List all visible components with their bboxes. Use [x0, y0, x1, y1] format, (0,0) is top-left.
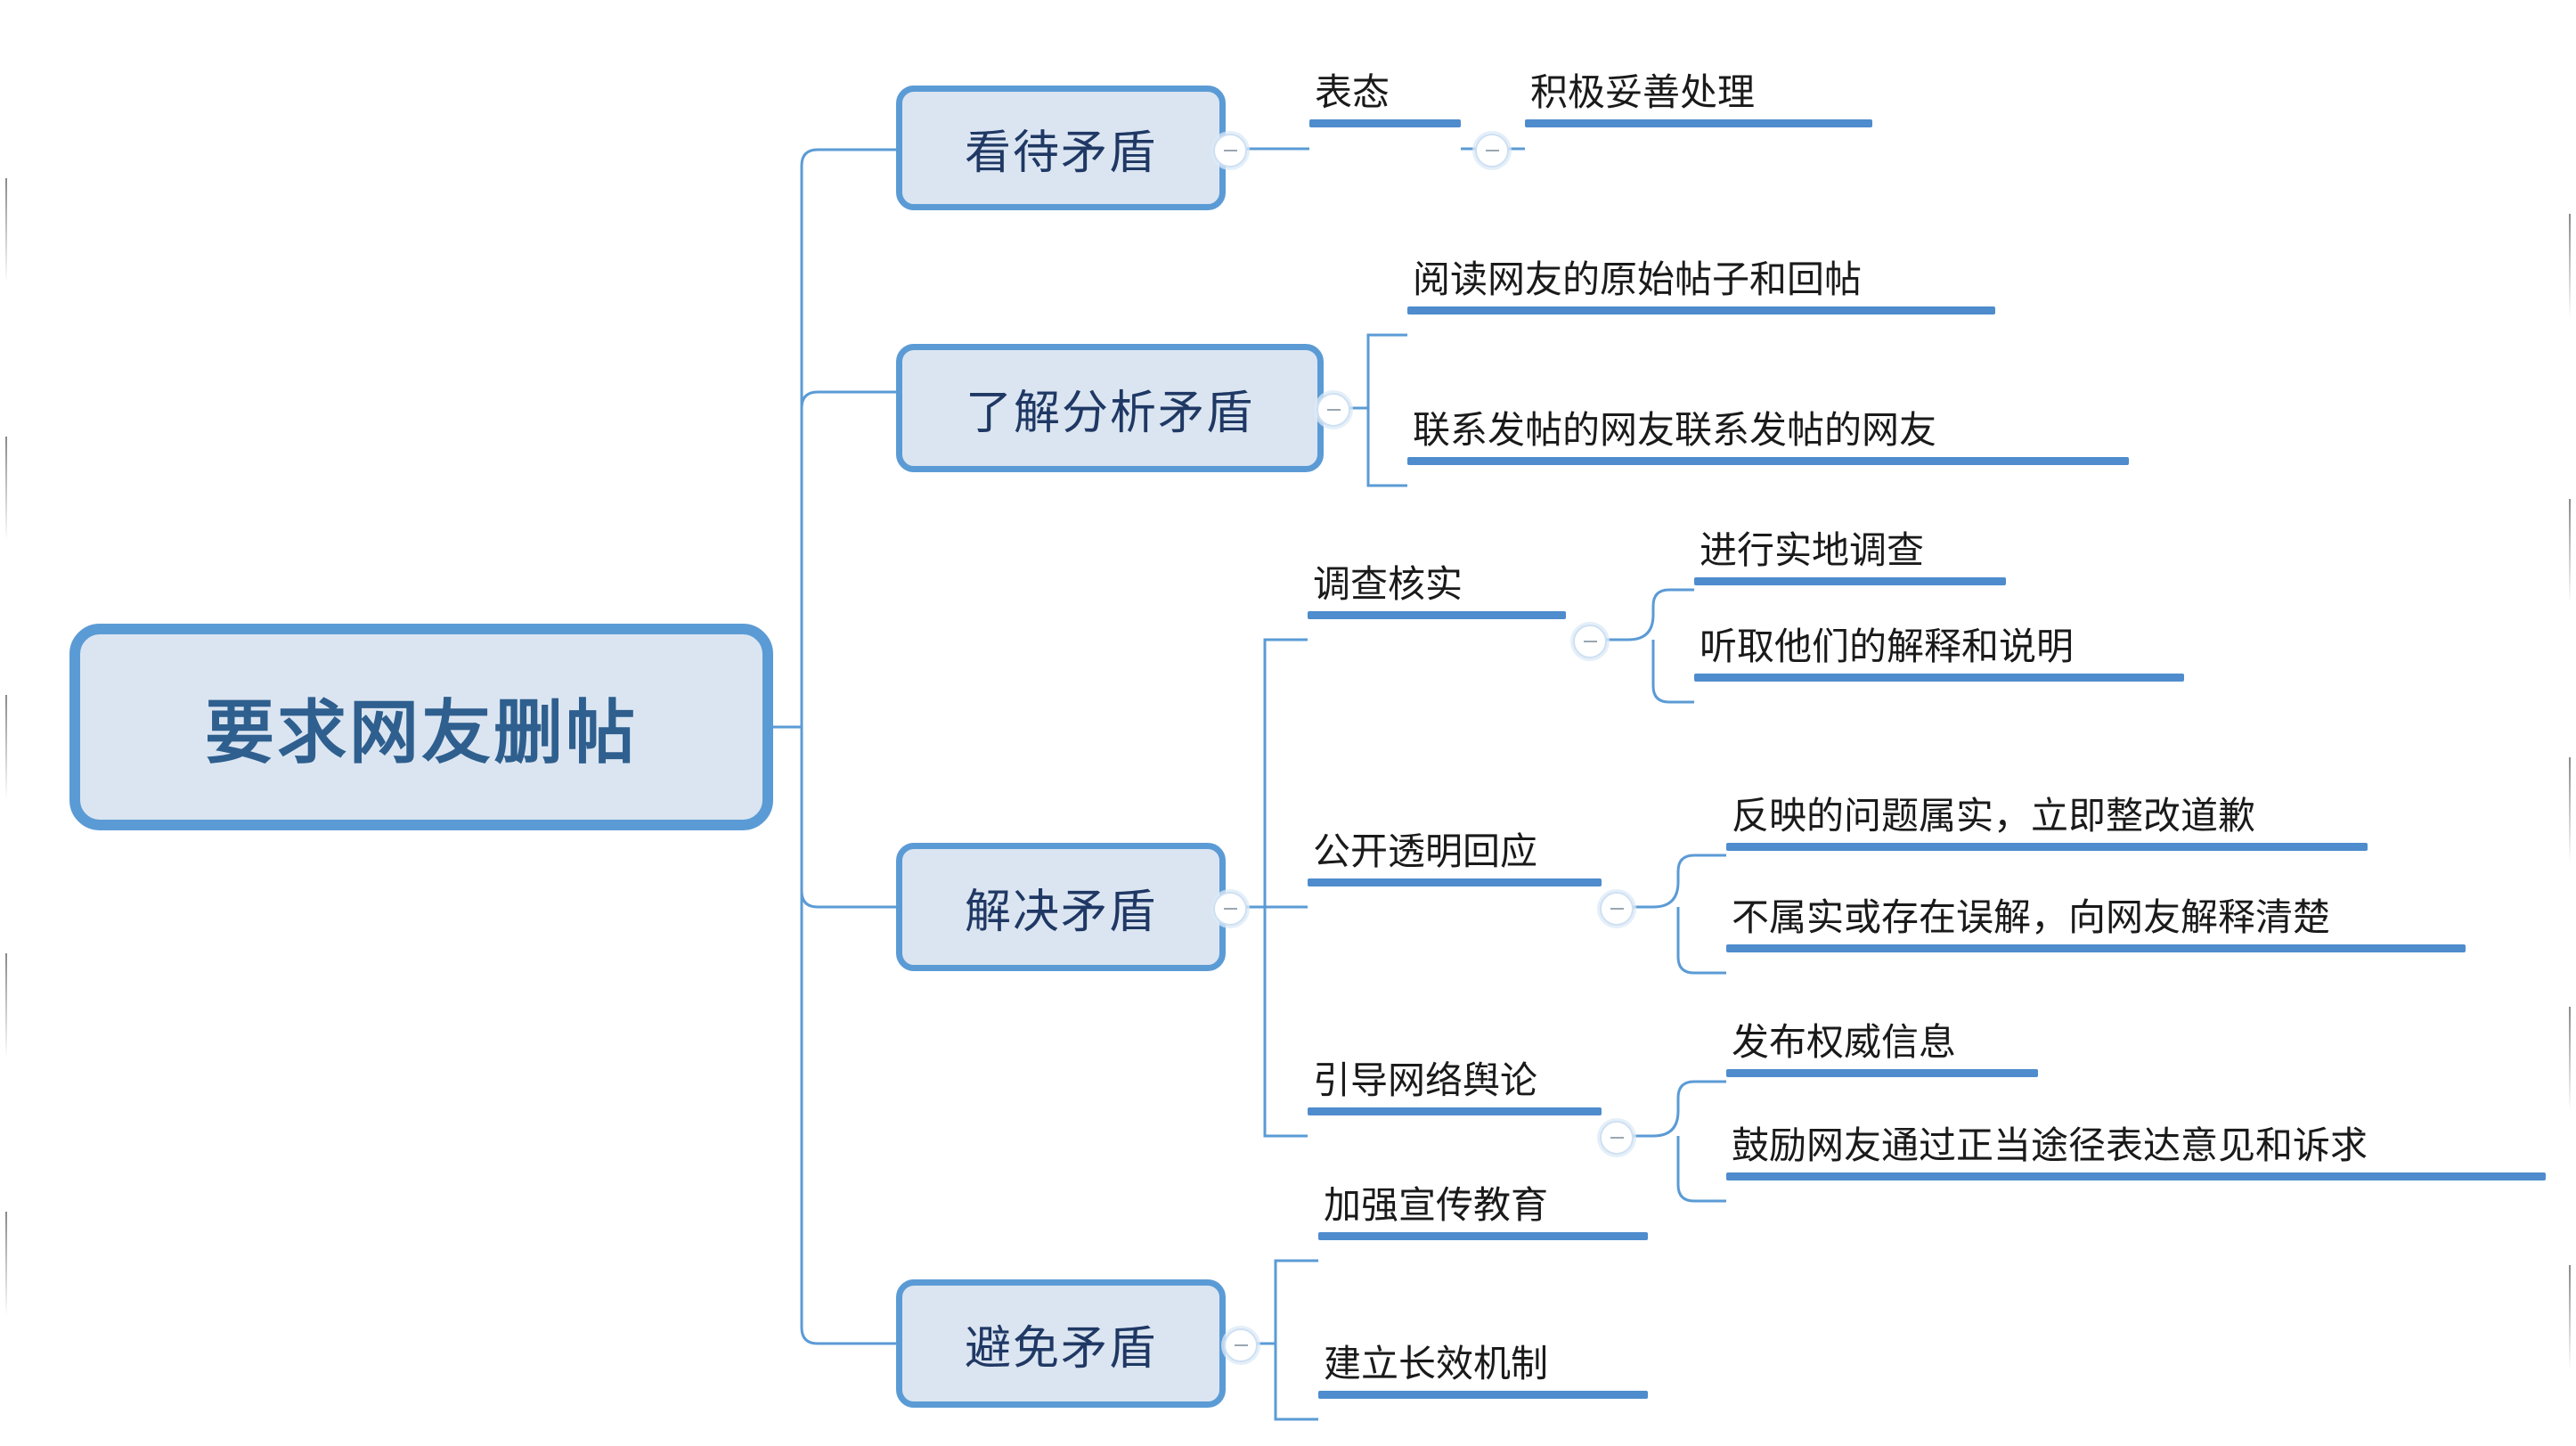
- branch-node-1[interactable]: 看待矛盾: [896, 86, 1226, 210]
- collapse-minus-icon: [1610, 1137, 1624, 1139]
- leaf-label-2-1: 阅读网友的原始帖子和回帖: [1413, 258, 1863, 300]
- collapse-minus-icon: [1485, 150, 1499, 151]
- leaf-underline: [1726, 944, 2466, 953]
- leaf-label-1-1: 表态: [1315, 71, 1390, 113]
- leaf-node-3-3-2[interactable]: 鼓励网友通过正当途径表达意见和诉求: [1726, 1124, 2546, 1181]
- leaf-underline: [1694, 674, 2184, 682]
- collapse-minus-icon: [1223, 908, 1237, 910]
- leaf-node-3-1-1[interactable]: 进行实地调查: [1694, 529, 2006, 586]
- collapse-toggle-3-1[interactable]: [1573, 625, 1607, 658]
- leaf-label-3-3-1: 发布权威信息: [1732, 1021, 1957, 1063]
- collapse-toggle-3-3[interactable]: [1600, 1121, 1634, 1155]
- branch-label-1: 看待矛盾: [964, 127, 1157, 179]
- leaf-node-2-1[interactable]: 阅读网友的原始帖子和回帖: [1407, 258, 1995, 315]
- leaf-underline: [1308, 878, 1602, 887]
- leaf-label-3-2: 公开透明回应: [1313, 830, 1538, 872]
- branch-node-2[interactable]: 了解分析矛盾: [896, 344, 1324, 472]
- leaf-underline: [1407, 457, 2129, 466]
- leaf-label-3-1-2: 听取他们的解释和说明: [1700, 625, 2075, 667]
- leaf-node-3-2[interactable]: 公开透明回应: [1308, 830, 1602, 887]
- collapse-toggle-branch-2[interactable]: [1317, 393, 1350, 427]
- branch-node-4[interactable]: 避免矛盾: [896, 1279, 1226, 1408]
- leaf-label-3-2-1: 反映的问题属实，立即整改道歉: [1732, 795, 2256, 837]
- branch-label-2: 了解分析矛盾: [965, 387, 1254, 439]
- leaf-underline: [1318, 1232, 1648, 1241]
- collapse-toggle-branch-4[interactable]: [1224, 1328, 1258, 1362]
- leaf-node-1-1[interactable]: 表态: [1309, 71, 1461, 128]
- branch-label-4: 避免矛盾: [964, 1322, 1157, 1375]
- leaf-node-3-3-1[interactable]: 发布权威信息: [1726, 1021, 2038, 1078]
- leaf-underline: [1318, 1391, 1648, 1400]
- collapse-toggle-3-2[interactable]: [1600, 892, 1634, 926]
- leaf-underline: [1726, 1069, 2038, 1078]
- leaf-label-1-1-1: 积极妥善处理: [1530, 71, 1756, 113]
- mindmap-root-node[interactable]: 要求网友删帖: [69, 624, 773, 830]
- leaf-label-2-2: 联系发帖的网友联系发帖的网友: [1413, 409, 1937, 451]
- root-label: 要求网友删帖: [204, 693, 638, 772]
- leaf-underline: [1308, 1107, 1602, 1116]
- leaf-label-3-1-1: 进行实地调查: [1700, 529, 1925, 571]
- collapse-toggle-1-1[interactable]: [1475, 134, 1509, 167]
- collapse-minus-icon: [1223, 150, 1237, 151]
- edge-tick: [5, 178, 7, 283]
- leaf-node-3-1[interactable]: 调查核实: [1308, 563, 1566, 620]
- edge-tick: [2569, 757, 2571, 862]
- leaf-underline: [1407, 306, 1995, 315]
- leaf-underline: [1726, 843, 2368, 852]
- leaf-underline: [1694, 577, 2006, 586]
- leaf-node-4-2[interactable]: 建立长效机制: [1318, 1343, 1648, 1400]
- leaf-node-3-1-2[interactable]: 听取他们的解释和说明: [1694, 625, 2184, 682]
- leaf-underline: [1525, 119, 1872, 128]
- collapse-minus-icon: [1234, 1344, 1248, 1346]
- edge-tick: [5, 1212, 7, 1317]
- collapse-minus-icon: [1326, 409, 1341, 411]
- leaf-label-3-1: 调查核实: [1313, 563, 1463, 605]
- edge-tick: [2569, 499, 2571, 604]
- leaf-underline: [1726, 1172, 2546, 1181]
- edge-tick: [2569, 1265, 2571, 1370]
- leaf-label-4-2: 建立长效机制: [1324, 1343, 1549, 1385]
- leaf-node-1-1-1[interactable]: 积极妥善处理: [1525, 71, 1872, 128]
- leaf-underline: [1308, 611, 1566, 620]
- edge-tick: [5, 695, 7, 800]
- leaf-label-3-3: 引导网络舆论: [1313, 1059, 1538, 1101]
- leaf-label-3-3-2: 鼓励网友通过正当途径表达意见和诉求: [1732, 1124, 2368, 1166]
- leaf-node-4-1[interactable]: 加强宣传教育: [1318, 1184, 1648, 1241]
- branch-label-3: 解决矛盾: [964, 886, 1157, 938]
- leaf-node-3-2-1[interactable]: 反映的问题属实，立即整改道歉: [1726, 795, 2368, 852]
- leaf-label-3-2-2: 不属实或存在误解，向网友解释清楚: [1732, 896, 2331, 938]
- edge-tick: [2569, 1007, 2571, 1112]
- edge-tick: [2569, 214, 2571, 319]
- collapse-minus-icon: [1610, 908, 1624, 910]
- leaf-underline: [1309, 119, 1461, 128]
- branch-node-3[interactable]: 解决矛盾: [896, 843, 1226, 971]
- edge-tick: [5, 953, 7, 1058]
- collapse-minus-icon: [1583, 641, 1597, 642]
- leaf-node-3-2-2[interactable]: 不属实或存在误解，向网友解释清楚: [1726, 896, 2466, 953]
- leaf-node-2-2[interactable]: 联系发帖的网友联系发帖的网友: [1407, 409, 2129, 466]
- leaf-node-3-3[interactable]: 引导网络舆论: [1308, 1059, 1602, 1116]
- leaf-label-4-1: 加强宣传教育: [1324, 1184, 1549, 1226]
- collapse-toggle-branch-1[interactable]: [1213, 134, 1247, 167]
- collapse-toggle-branch-3[interactable]: [1213, 892, 1247, 926]
- edge-tick: [5, 437, 7, 542]
